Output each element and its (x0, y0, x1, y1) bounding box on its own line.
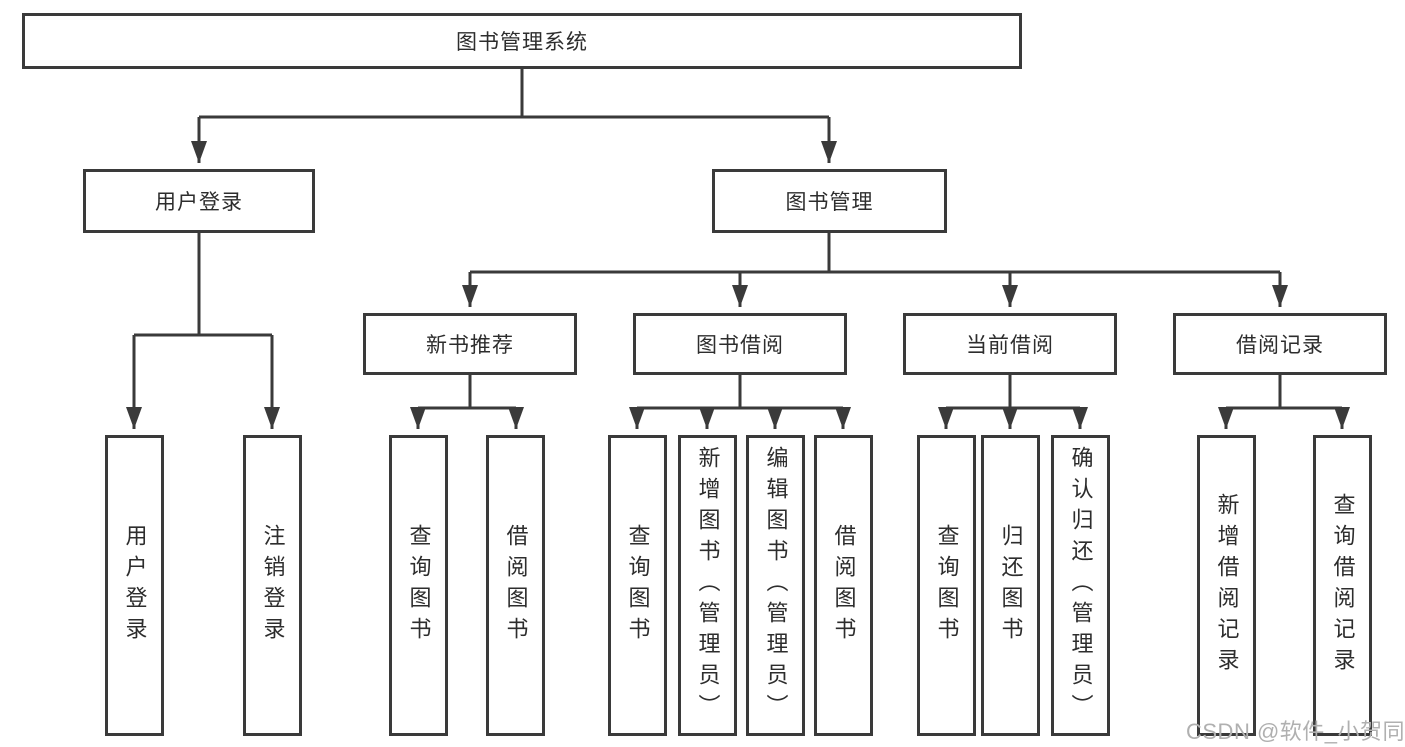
node-label: 用户登录 (155, 191, 243, 214)
leaf-logout: 注销登录 (243, 435, 302, 736)
csdn-watermark: CSDN @软件_小贺同学 (1186, 719, 1405, 744)
node-label: 借阅图书 (503, 523, 529, 648)
node-user-login-branch: 用户登录 (83, 169, 315, 233)
node-label: 确认归还（管理员） (1068, 446, 1094, 725)
node-label: 归还图书 (998, 523, 1024, 648)
node-label: 用户登录 (122, 523, 148, 648)
node-book-borrow: 图书借阅 (633, 313, 847, 375)
node-label: 注销登录 (260, 523, 286, 648)
node-new-book-recommend: 新书推荐 (363, 313, 577, 375)
node-label: 查询图书 (406, 523, 432, 648)
leaf-user-login: 用户登录 (105, 435, 164, 736)
leaf-query-book-3: 查询图书 (917, 435, 976, 736)
leaf-add-borrow-record: 新增借阅记录 (1197, 435, 1256, 736)
node-label: 图书管理系统 (456, 31, 588, 54)
node-label: 图书借阅 (696, 334, 784, 357)
node-label: 借阅记录 (1236, 334, 1324, 357)
leaf-query-book-1: 查询图书 (389, 435, 448, 736)
leaf-edit-book-admin: 编辑图书（管理员） (746, 435, 805, 736)
node-label: 新书推荐 (426, 334, 514, 357)
node-label: 图书管理 (785, 191, 874, 214)
node-label: 查询图书 (934, 523, 960, 648)
node-label: 查询图书 (625, 523, 651, 648)
leaf-borrow-book-2: 借阅图书 (814, 435, 873, 736)
node-library-system: 图书管理系统 (22, 13, 1022, 69)
node-label: 当前借阅 (966, 334, 1054, 357)
node-label: 查询借阅记录 (1330, 492, 1356, 679)
leaf-return-book: 归还图书 (981, 435, 1040, 736)
leaf-query-borrow-record: 查询借阅记录 (1313, 435, 1372, 736)
node-borrow-record: 借阅记录 (1173, 313, 1387, 375)
node-book-management: 图书管理 (712, 169, 947, 233)
leaf-confirm-return-admin: 确认归还（管理员） (1051, 435, 1110, 736)
node-current-borrow: 当前借阅 (903, 313, 1117, 375)
leaf-add-book-admin: 新增图书（管理员） (678, 435, 737, 736)
leaf-borrow-book-1: 借阅图书 (486, 435, 545, 736)
leaf-query-book-2: 查询图书 (608, 435, 667, 736)
node-label: 借阅图书 (831, 523, 857, 648)
node-label: 新增图书（管理员） (695, 446, 721, 725)
node-label: 编辑图书（管理员） (763, 446, 789, 725)
node-label: 新增借阅记录 (1214, 492, 1240, 679)
